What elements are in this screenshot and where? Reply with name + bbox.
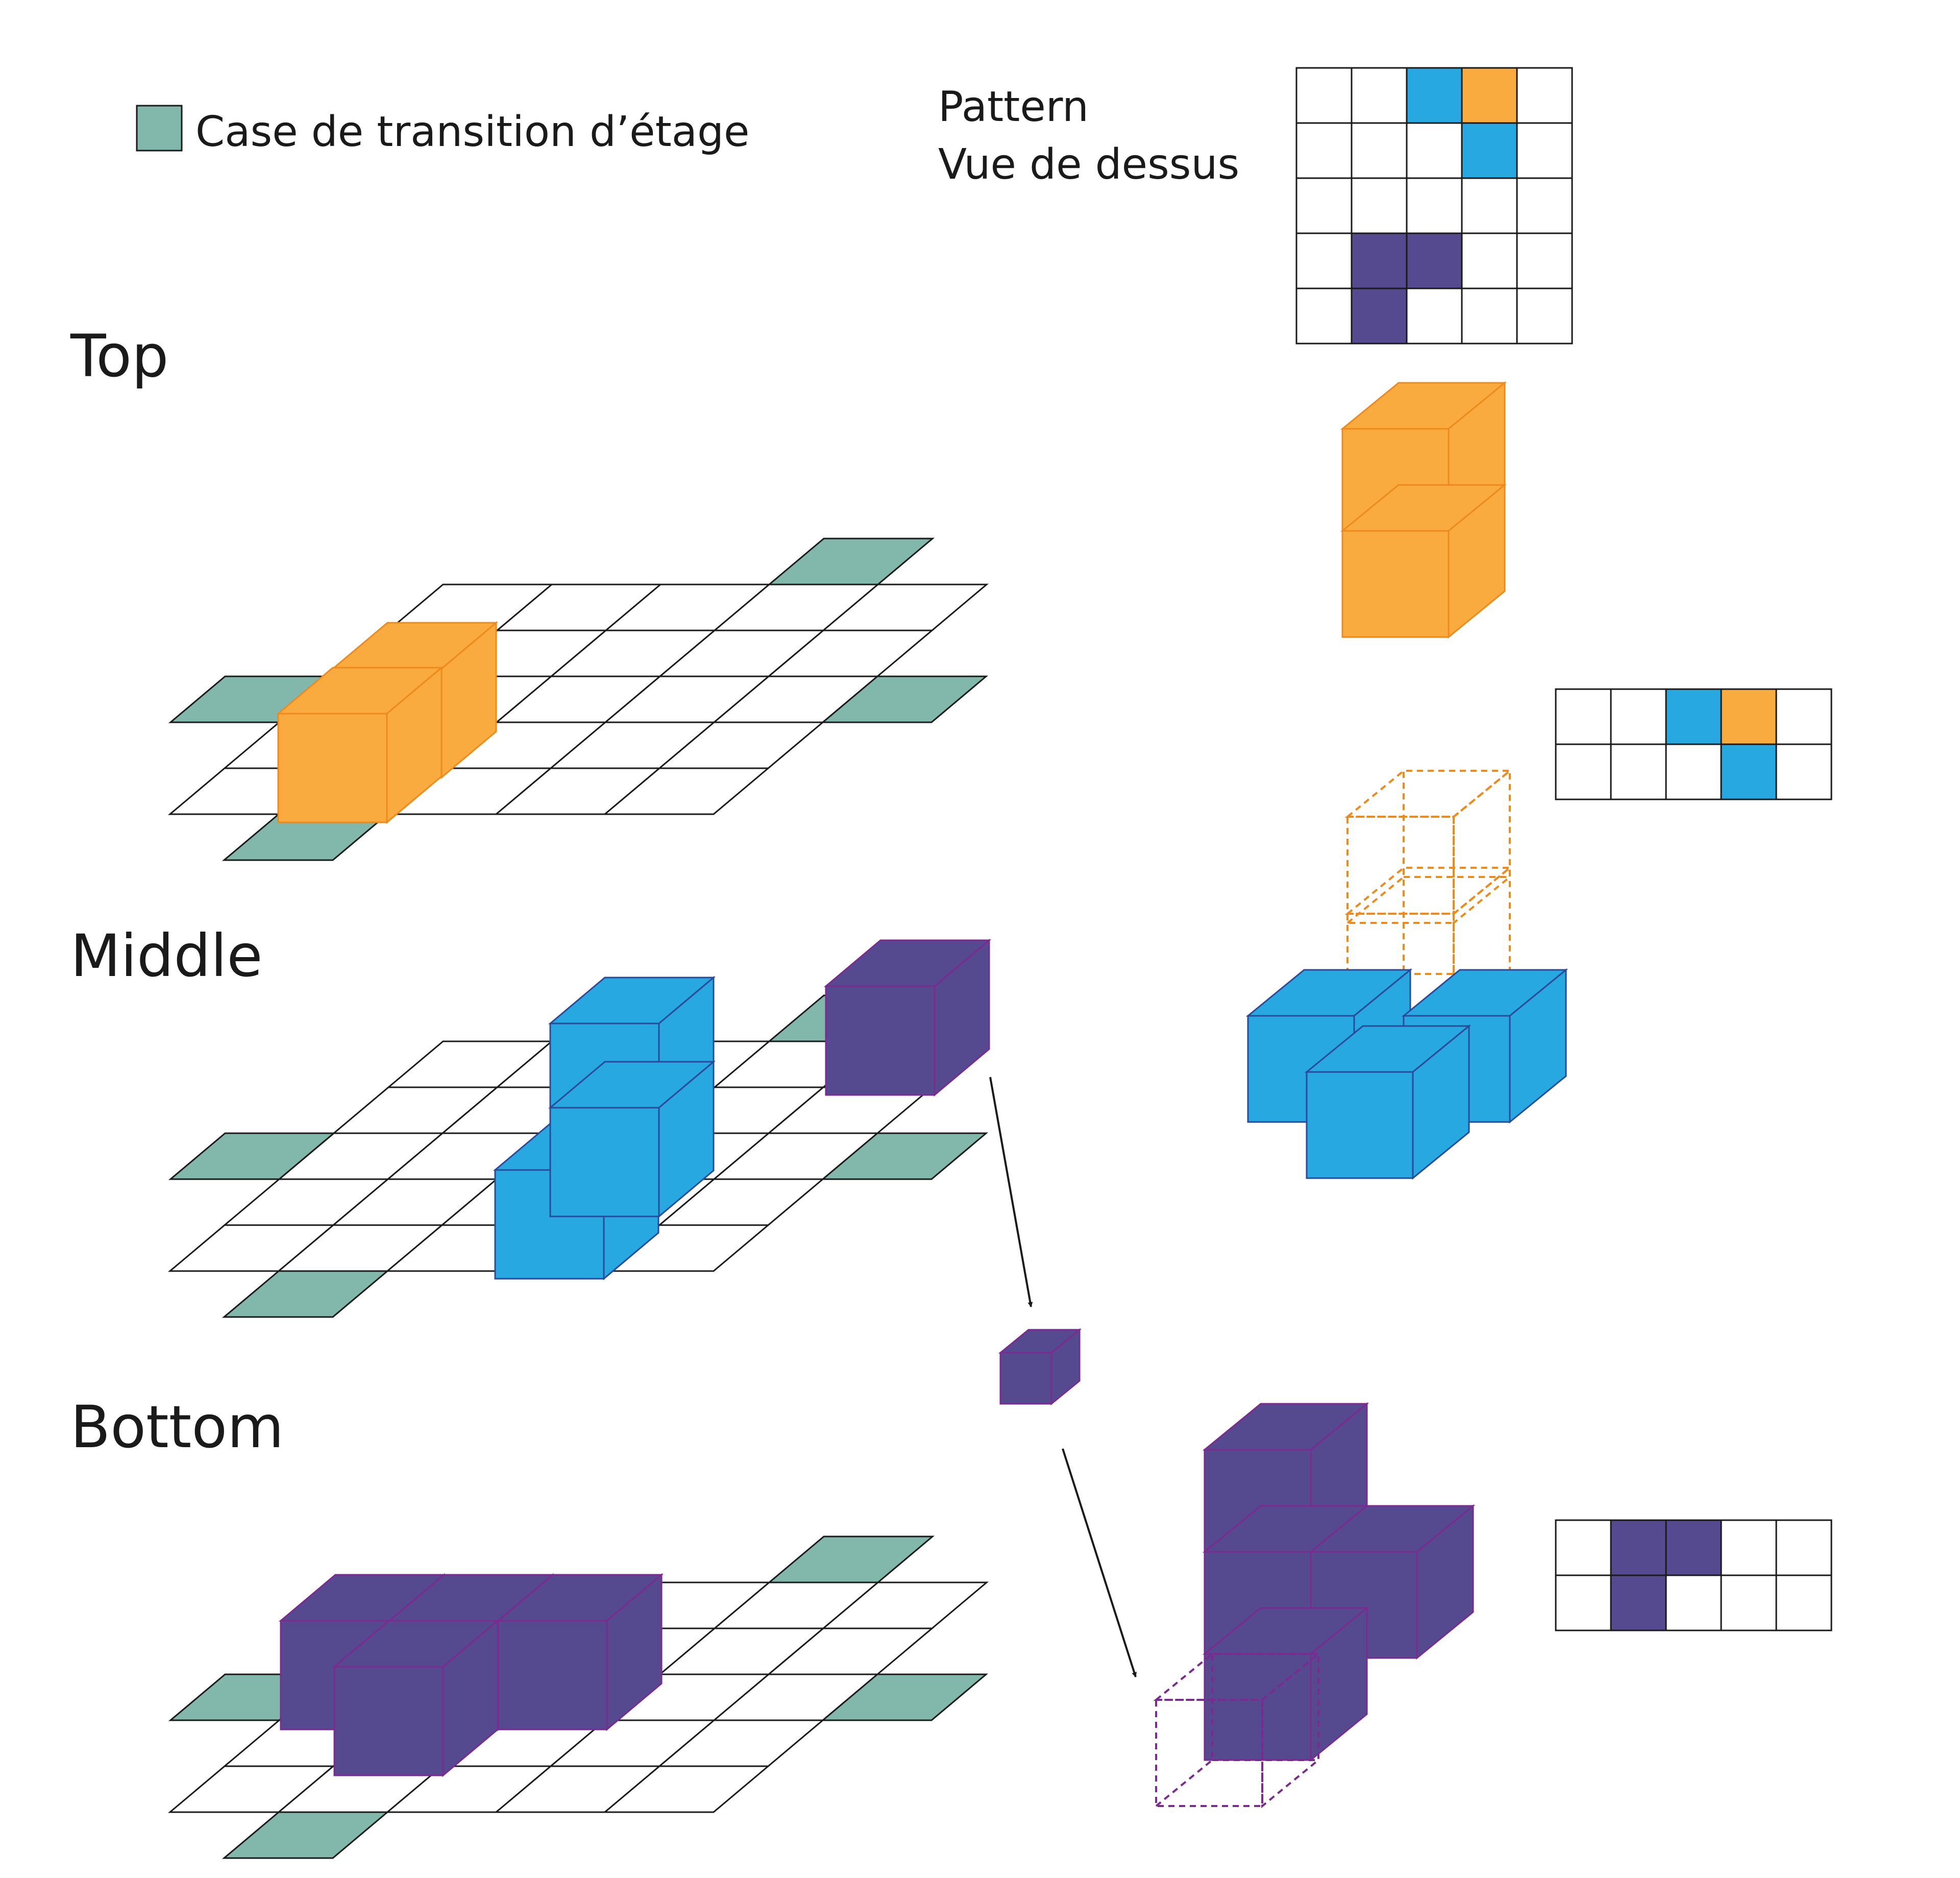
transition-tile (820, 1673, 989, 1721)
bottom-slice-cell (1720, 1519, 1777, 1576)
middle-slice-cell (1720, 743, 1777, 800)
purple-cube-raised-front-face (825, 985, 936, 1096)
bottom-slice-grid (1555, 1519, 1832, 1631)
pattern-title: Pattern Vue de dessus (938, 83, 1239, 189)
pattern-cell-cell (1406, 232, 1463, 289)
middle-slice-grid (1555, 688, 1832, 800)
pattern-cell-cell (1461, 67, 1518, 124)
middle-slice-cell (1610, 743, 1667, 800)
orange-ghost-upper-top-face (1344, 770, 1513, 818)
level-label-top: Top (70, 322, 168, 390)
pattern-cell-cell (1516, 122, 1573, 179)
floor-cell (821, 583, 989, 631)
purple-ghost-front-face (1155, 1699, 1263, 1807)
purple-ghost-top-face (1153, 1653, 1321, 1701)
pattern-cell-cell (1295, 232, 1353, 289)
legend: Case de transition d’étage (136, 105, 750, 156)
pattern-piece-top (1340, 381, 1507, 639)
floor-middle-cubes (493, 938, 992, 1281)
orange-cube-front-front-face (277, 713, 388, 823)
orange-ghost-lower-side-face (1453, 865, 1511, 1022)
pattern-cell-cell (1351, 177, 1408, 234)
moving-purple-cube (998, 1328, 1082, 1406)
purple-cube-front-front-face (333, 1666, 444, 1776)
middle-slice-cell (1775, 688, 1832, 745)
middle-slice-cell (1720, 688, 1777, 745)
transition-tile (168, 1132, 336, 1180)
pattern-cell-cell (1351, 67, 1408, 124)
middle-slice-cell (1610, 688, 1667, 745)
transition-tile (767, 538, 935, 586)
pattern-cell-cell (1351, 232, 1408, 289)
pattern-cell-cell (1406, 67, 1463, 124)
transition-tile-swatch (136, 105, 183, 152)
transition-tile (222, 1811, 390, 1859)
arrow-down-to-bottom-piece (1062, 1448, 1137, 1677)
bottom-slice-cell (1775, 1574, 1832, 1631)
floor-bottom-cubes (278, 1573, 664, 1777)
bottom-slice-cell (1555, 1574, 1612, 1631)
bottom-slice-cell (1720, 1574, 1777, 1631)
orange-stack-lower-front-face (1341, 530, 1450, 638)
pattern-cell-cell (1461, 122, 1518, 179)
orange-ghost-lower-top-face (1344, 867, 1513, 915)
blue-cube-lower-back-front-face (549, 1107, 660, 1217)
transition-tile (820, 1132, 989, 1180)
level-label-bottom: Bottom (70, 1393, 284, 1461)
middle-slice-cell (1665, 688, 1722, 745)
floor-top-cubes (276, 621, 499, 824)
pattern-cell-cell (1295, 67, 1353, 124)
purple-ghost-hidden-edge (1155, 1654, 1213, 1807)
orange-ghost-upper-side-face (1453, 768, 1511, 925)
pattern-cell-cell (1461, 177, 1518, 234)
transition-tile (767, 1535, 935, 1583)
transition-tile (820, 675, 989, 723)
pattern-piece-bottom (1153, 1402, 1476, 1809)
pattern-cell-cell (1516, 287, 1573, 345)
bottom-slice-cell (1610, 1574, 1667, 1631)
bottom-slice-cell (1775, 1519, 1832, 1576)
pattern-cell-cell (1351, 287, 1408, 345)
purple-piece-bottom-front-face (1204, 1653, 1312, 1761)
middle-slice-cell (1555, 743, 1612, 800)
pattern-cell-cell (1406, 287, 1463, 345)
pattern-cell-cell (1295, 122, 1353, 179)
pattern-cell-cell (1461, 232, 1518, 289)
orange-ghost-upper-front-face (1346, 816, 1455, 924)
pattern-cell-cell (1406, 122, 1463, 179)
middle-slice-cell (1555, 688, 1612, 745)
floor-cell (821, 1581, 989, 1629)
bottom-slice-cell (1555, 1519, 1612, 1576)
pattern-cell-cell (1516, 177, 1573, 234)
blue-piece-front-front-face (1306, 1071, 1414, 1179)
pattern-title-line2: Vue de dessus (938, 140, 1239, 189)
pattern-cell-cell (1295, 177, 1353, 234)
purple-cube-back-3-front-face (497, 1620, 608, 1730)
purple-ghost-side-face (1261, 1651, 1319, 1809)
middle-slice-cell (1665, 743, 1722, 800)
small-purple-cube-front-face (999, 1352, 1052, 1405)
orange-ghost-upper-hidden-edge (1346, 771, 1405, 924)
pattern-cell-cell (1351, 122, 1408, 179)
legend-label: Case de transition d’étage (195, 108, 750, 156)
bottom-slice-cell (1665, 1519, 1722, 1576)
pattern-cell-cell (1516, 67, 1573, 124)
pattern-cell-cell (1516, 232, 1573, 289)
pattern-title-line1: Pattern (938, 83, 1089, 131)
level-label-middle: Middle (70, 922, 263, 990)
arrow-down-to-cube (989, 1077, 1033, 1307)
pattern-cell-cell (1295, 287, 1353, 345)
transition-tile (222, 1270, 390, 1318)
pattern-piece-middle (1245, 768, 1569, 1180)
pattern-cell-cell (1461, 287, 1518, 345)
middle-slice-cell (1775, 743, 1832, 800)
bottom-slice-cell (1665, 1574, 1722, 1631)
bottom-slice-cell (1610, 1519, 1667, 1576)
pattern-top-view-grid (1295, 67, 1573, 345)
pattern-cell-cell (1406, 177, 1463, 234)
